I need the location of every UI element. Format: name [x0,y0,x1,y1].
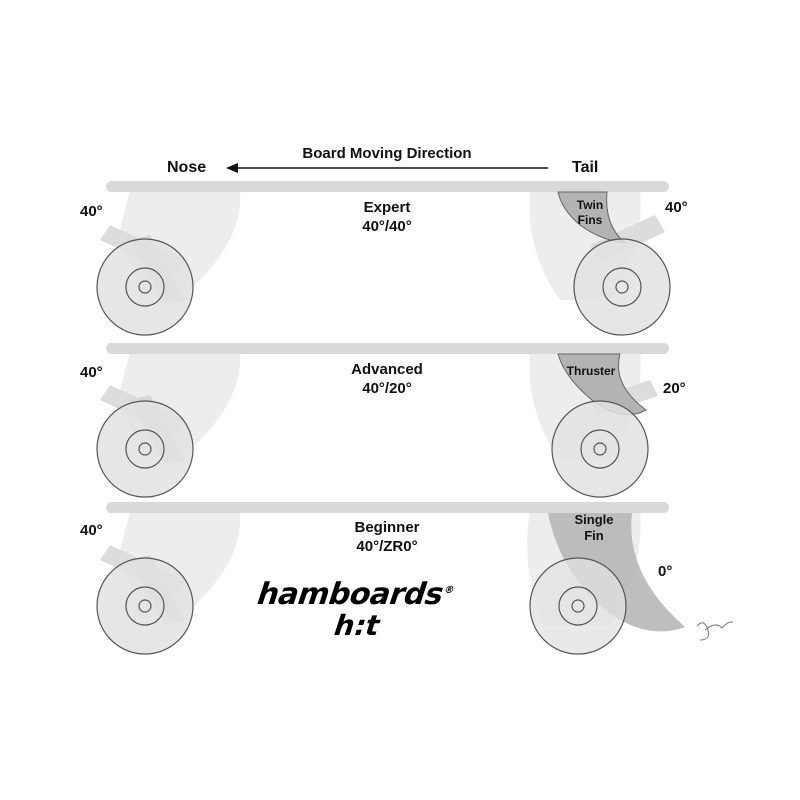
setup-level-expert: Expert [363,199,411,216]
setup-angles-advanced: 40°/20° [362,380,412,397]
wheel-front-advanced [96,400,194,498]
setup-angles-beginner: 40°/ZR0° [356,538,418,555]
rear-angle-advanced: 20° [663,380,686,397]
setup-angles-expert: 40°/40° [362,218,412,235]
fin-label-advanced: Thruster [566,364,616,378]
wheel-rear-expert [573,238,671,336]
fin-label-line1: Twin [576,198,604,212]
setup-level-beginner: Beginner [354,519,420,536]
wheel-rear-beginner [529,557,627,655]
fin-label-expert: Twin Fins [577,198,603,228]
brand-logo: hamboards® [252,577,458,612]
tail-label: Tail [572,159,599,176]
direction-title: Board Moving Direction [302,145,472,162]
rear-angle-beginner: 0° [658,563,673,580]
fin-label-line2: Fin [584,528,604,543]
board-expert [96,181,671,336]
wheel-front-beginner [96,557,194,655]
wheel-front-expert [96,238,194,336]
board-advanced [96,343,669,498]
front-angle-expert: 40° [80,203,103,220]
wheel-rear-advanced [551,400,649,498]
arrow-left-icon [226,163,548,173]
signature-icon [696,621,734,641]
fin-label-beginner: Single Fin [574,512,613,544]
fin-label-line1: Single [574,512,614,527]
front-angle-beginner: 40° [80,522,103,539]
fin-label-line2: Fins [577,213,603,227]
brand-name: hamboards [252,577,449,612]
board-beginner [96,502,685,655]
setup-level-advanced: Advanced [351,361,423,378]
front-angle-advanced: 40° [80,364,103,381]
rear-angle-expert: 40° [665,199,688,216]
nose-label: Nose [167,159,207,176]
